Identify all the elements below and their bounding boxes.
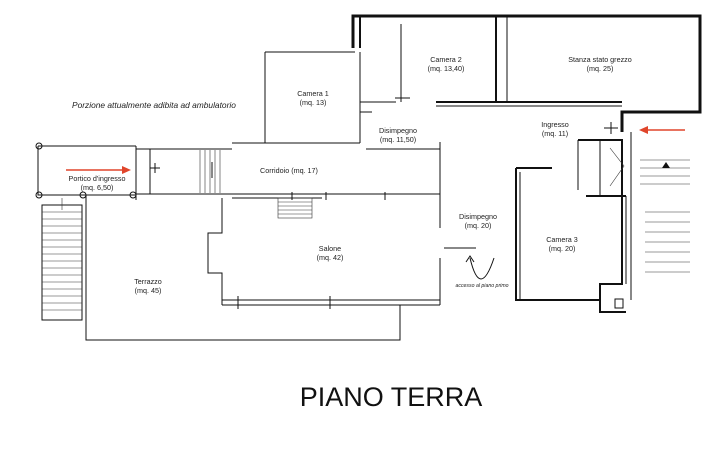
- camera1-name: Camera 1: [297, 89, 329, 98]
- corridoio-name: Corridoio (mq. 17): [260, 166, 318, 175]
- disimpegno1-name: Disimpegno: [379, 126, 417, 135]
- camera1-area: (mq. 13): [300, 98, 327, 107]
- camera2-area: (mq. 13,40): [428, 64, 465, 73]
- stanza-name: Stanza stato grezzo: [568, 55, 632, 64]
- entry-arrows: [66, 126, 685, 174]
- stair-access-note: accesso al piano primo: [455, 283, 508, 289]
- disimpegno2-name: Disimpegno: [459, 212, 497, 221]
- portico-name: Portico d'ingresso: [69, 174, 126, 183]
- disimpegno1-area: (mq. 11,50): [380, 135, 416, 144]
- camera2-name: Camera 2: [430, 55, 462, 64]
- terrazzo-name: Terrazzo: [134, 277, 162, 286]
- camera3-name: Camera 3: [546, 235, 578, 244]
- salone-name: Salone: [319, 244, 341, 253]
- salone-area: (mq. 42): [317, 253, 344, 262]
- disimpegno2-area: (mq. 20): [465, 221, 492, 230]
- stair-details: [35, 122, 690, 321]
- portico-area: (mq. 6,50): [81, 183, 114, 192]
- stanza-area: (mq. 25): [587, 64, 614, 73]
- camera3-area: (mq. 20): [549, 244, 576, 253]
- ambulatorio-note: Porzione attualmente adibita ad ambulato…: [72, 100, 236, 110]
- portico-entry-arrowhead: [122, 166, 131, 174]
- ingresso-name: Ingresso: [541, 120, 569, 129]
- ingresso-entry-arrowhead: [639, 126, 648, 134]
- terrazzo-area: (mq. 45): [135, 286, 162, 295]
- floor-title: PIANO TERRA: [300, 382, 483, 412]
- ingresso-area: (mq. 11): [542, 129, 568, 138]
